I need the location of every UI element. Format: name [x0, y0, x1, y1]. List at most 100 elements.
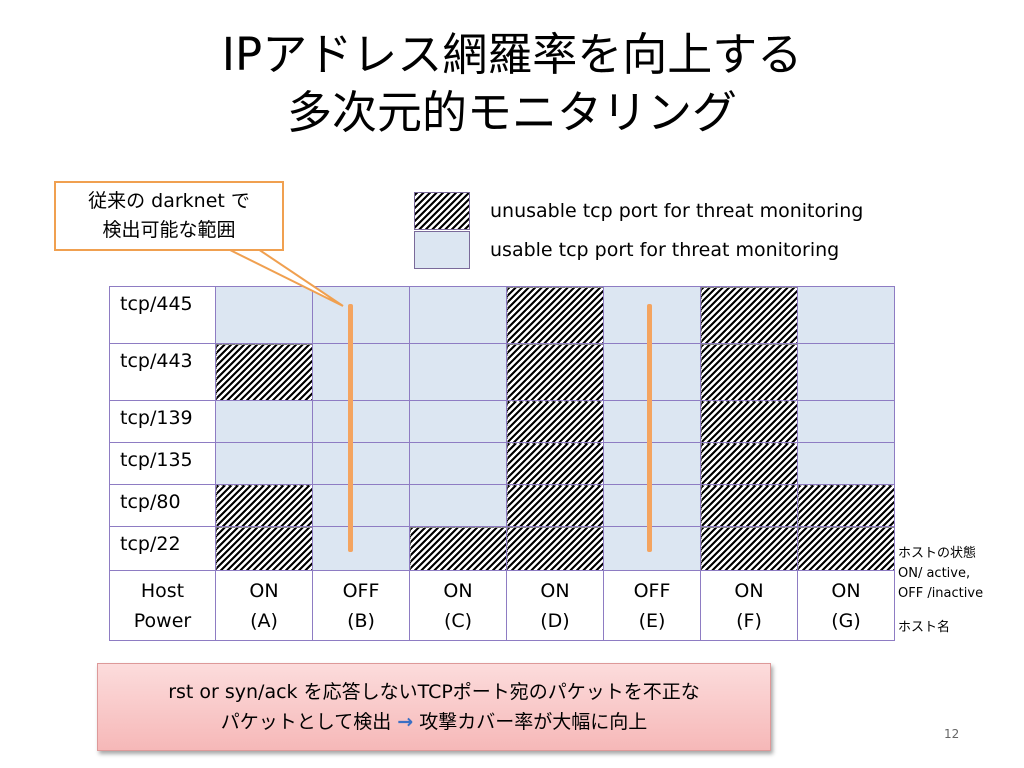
- host-power-state: ON: [540, 579, 570, 602]
- port-cell-usable: [409, 442, 507, 485]
- port-cell-unusable: [506, 442, 604, 485]
- host-power-cell: OFF (E): [603, 570, 701, 641]
- port-cell-unusable: [215, 343, 313, 401]
- port-cell-unusable: [506, 286, 604, 344]
- legend-usable-label: usable tcp port for threat monitoring: [490, 239, 840, 261]
- host-b-off-marker: [348, 304, 353, 552]
- host-power-cell: ON (G): [797, 570, 895, 641]
- port-cell-usable: [312, 526, 410, 571]
- port-label: tcp/80: [109, 484, 216, 527]
- port-cell-usable: [797, 400, 895, 443]
- side-note-off: OFF /inactive: [898, 586, 984, 601]
- port-cell-unusable: [700, 526, 798, 571]
- host-power-cell: ON (F): [700, 570, 798, 641]
- darknet-callout: 従来の darknet で 検出可能な範囲: [54, 181, 284, 251]
- port-cell-usable: [603, 526, 701, 571]
- host-name: (C): [443, 609, 473, 632]
- host-name: (F): [736, 609, 762, 632]
- port-cell-usable: [797, 286, 895, 344]
- host-power-state: ON: [734, 579, 764, 602]
- port-cell-unusable: [215, 484, 313, 527]
- port-cell-usable: [409, 400, 507, 443]
- port-cell-unusable: [797, 526, 895, 571]
- port-cell-usable: [312, 442, 410, 485]
- port-cell-usable: [312, 286, 410, 344]
- port-cell-unusable: [506, 400, 604, 443]
- port-cell-unusable: [409, 526, 507, 571]
- title-line-2: 多次元的モニタリング: [286, 86, 737, 139]
- callout-line-2: 検出可能な範囲: [102, 219, 236, 241]
- grid-row: tcp/443: [109, 343, 895, 401]
- port-cell-unusable: [215, 526, 313, 571]
- port-label: tcp/22: [109, 526, 216, 571]
- port-label: tcp/139: [109, 400, 216, 443]
- port-label: tcp/135: [109, 442, 216, 485]
- port-cell-unusable: [700, 400, 798, 443]
- port-cell-usable: [603, 442, 701, 485]
- port-cell-usable: [215, 400, 313, 443]
- host-power-state: ON: [443, 579, 473, 602]
- host-e-off-marker: [647, 304, 652, 552]
- side-note-on: ON/ active,: [898, 566, 971, 581]
- side-note-state-title: ホストの状態: [898, 546, 977, 561]
- port-cell-usable: [312, 484, 410, 527]
- port-cell-usable: [409, 484, 507, 527]
- port-cell-usable: [603, 484, 701, 527]
- host-power-state: ON: [831, 579, 861, 602]
- port-cell-usable: [215, 286, 313, 344]
- port-cell-usable: [312, 343, 410, 401]
- port-cell-usable: [603, 400, 701, 443]
- conclusion-box: rst or syn/ack を応答しないTCPポート宛のパケットを不正な パケ…: [97, 663, 771, 751]
- port-cell-usable: [603, 286, 701, 344]
- grid-row: tcp/22: [109, 526, 895, 571]
- grid-row: tcp/445: [109, 286, 895, 344]
- port-cell-usable: [797, 442, 895, 485]
- port-cell-usable: [603, 343, 701, 401]
- port-label: tcp/443: [109, 343, 216, 401]
- port-cell-usable: [312, 400, 410, 443]
- port-cell-usable: [215, 442, 313, 485]
- port-cell-unusable: [797, 484, 895, 527]
- port-cell-usable: [797, 343, 895, 401]
- host-name: (E): [638, 609, 666, 632]
- title-line-1: IPアドレス網羅率を向上する: [221, 28, 803, 81]
- port-cell-unusable: [700, 343, 798, 401]
- grid-row: tcp/135: [109, 442, 895, 485]
- conclusion-line-1: rst or syn/ack を応答しないTCPポート宛のパケットを不正な: [168, 681, 700, 703]
- host-power-label-line-2: Power: [133, 609, 192, 632]
- page-number: 12: [944, 727, 960, 741]
- host-power-label-line-1: Host: [140, 579, 185, 602]
- right-arrow-icon: →: [397, 711, 414, 733]
- host-power-cell: OFF(B): [312, 570, 410, 641]
- host-name: (D): [540, 609, 570, 632]
- conclusion-line-2: パケットとして検出 → 攻撃カバー率が大幅に向上: [98, 707, 770, 737]
- host-name: (G): [831, 609, 861, 632]
- port-cell-unusable: [506, 526, 604, 571]
- callout-line-1: 従来の darknet で: [88, 190, 250, 212]
- port-cell-usable: [409, 286, 507, 344]
- port-cell-unusable: [700, 286, 798, 344]
- grid-row: tcp/80: [109, 484, 895, 527]
- port-cell-usable: [409, 343, 507, 401]
- host-power-state: OFF: [633, 579, 671, 602]
- conclusion-line-2-after: 攻撃カバー率が大幅に向上: [419, 711, 648, 733]
- legend-unusable-swatch: [414, 192, 470, 230]
- port-cell-unusable: [506, 343, 604, 401]
- side-note-state: ホストの状態 ON/ active, OFF /inactive: [898, 544, 983, 604]
- legend-unusable-label: unusable tcp port for threat monitoring: [490, 200, 864, 222]
- conclusion-line-2-before: パケットとして検出: [220, 711, 392, 733]
- host-power-state: ON: [249, 579, 279, 602]
- port-cell-unusable: [506, 484, 604, 527]
- side-note-host-name: ホスト名: [898, 620, 951, 635]
- host-name: (B): [347, 609, 375, 632]
- grid-row: tcp/139: [109, 400, 895, 443]
- host-power-cell: ON (D): [506, 570, 604, 641]
- port-cell-unusable: [700, 484, 798, 527]
- slide-title: IPアドレス網羅率を向上する 多次元的モニタリング: [0, 26, 1024, 142]
- host-name: (A): [250, 609, 278, 632]
- legend-usable-swatch: [414, 231, 470, 269]
- port-label: tcp/445: [109, 286, 216, 344]
